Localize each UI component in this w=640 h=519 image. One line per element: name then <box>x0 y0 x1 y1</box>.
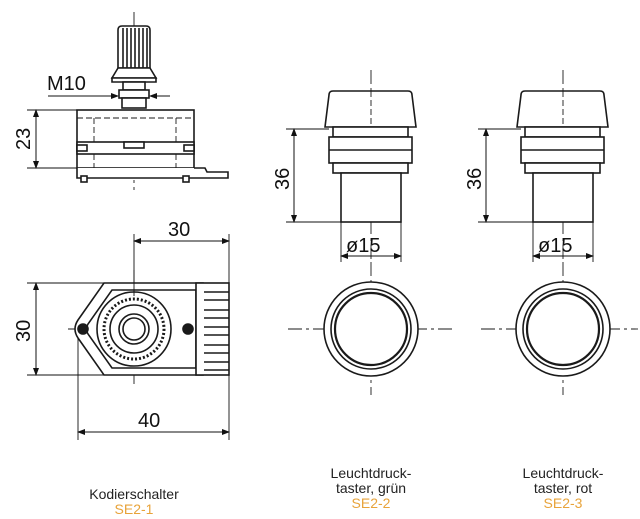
pushbutton-red-side-view <box>516 70 609 260</box>
pushbutton-green-side-view <box>324 70 417 260</box>
caption-se2-2: Leuchtdruck- taster, grün SE2-2 <box>291 466 451 511</box>
dimension-36-red: 36 <box>464 128 533 223</box>
pushbutton-red-top-view <box>481 262 638 395</box>
dim-label-30-top: 30 <box>168 219 190 241</box>
dim-label-30-side: 30 <box>13 320 35 342</box>
dim-label-d15-green: ø15 <box>346 235 380 257</box>
dim-label-d15-red: ø15 <box>538 235 572 257</box>
dimension-m10: M10 <box>47 73 170 99</box>
dimension-d15-red: ø15 <box>532 222 594 262</box>
dim-label-23: 23 <box>13 128 35 150</box>
dim-label-36-red: 36 <box>464 168 486 190</box>
coding-switch-top-view <box>68 270 230 385</box>
caption-se2-2-line2: taster, grün <box>335 480 407 496</box>
caption-se2-3-code: SE2-3 <box>543 495 583 511</box>
caption-se2-3: Leuchtdruck- taster, rot SE2-3 <box>483 466 640 511</box>
dim-label-40: 40 <box>138 410 160 432</box>
caption-se2-2-line1: Leuchtdruck- <box>330 465 412 481</box>
pushbutton-green-top-view <box>288 262 456 395</box>
dimension-36-green: 36 <box>272 128 341 223</box>
caption-se2-2-code: SE2-2 <box>351 495 391 511</box>
dim-label-m10: M10 <box>47 73 86 95</box>
dimension-30-top: 30 <box>133 219 230 296</box>
dimension-40: 40 <box>77 338 230 440</box>
dimension-30-side: 30 <box>13 282 104 376</box>
dimension-23: 23 <box>13 109 77 169</box>
coding-switch-side-view <box>76 12 229 190</box>
caption-se2-1-name: Kodierschalter <box>89 486 179 502</box>
caption-se2-3-line1: Leuchtdruck- <box>522 465 604 481</box>
caption-se2-1-code: SE2-1 <box>114 501 154 517</box>
dim-label-36-green: 36 <box>272 168 294 190</box>
caption-se2-3-line2: taster, rot <box>533 480 593 496</box>
dimension-d15-green: ø15 <box>340 222 402 262</box>
caption-se2-1: Kodierschalter SE2-1 <box>54 487 214 517</box>
